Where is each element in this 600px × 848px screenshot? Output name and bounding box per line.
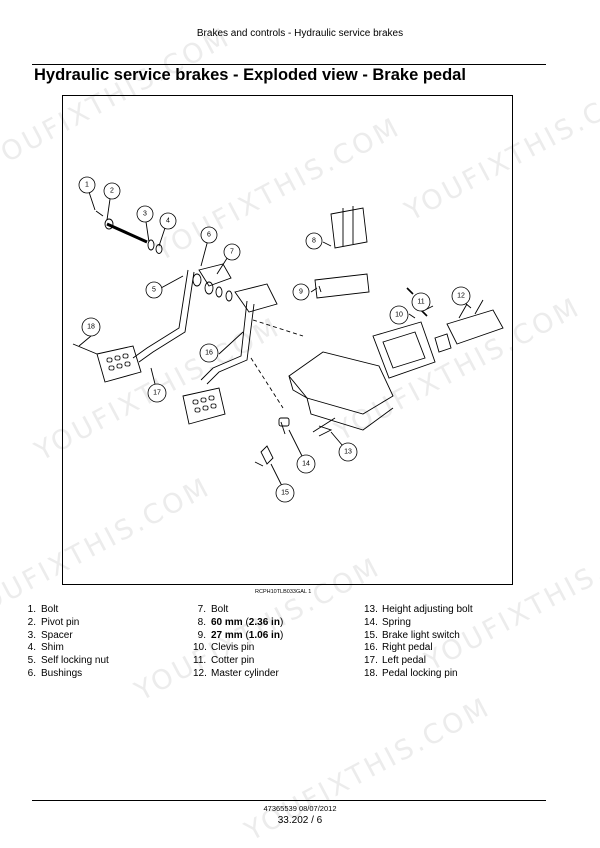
- legend-item: 14.Spring: [364, 616, 411, 628]
- legend-item: 15.Brake light switch: [364, 629, 460, 641]
- page-number: 33.202 / 6: [277, 815, 323, 826]
- callout-label: 18: [87, 324, 95, 331]
- legend-column-2: 7.Bolt 8.60 mm (2.36 in) 9.27 mm (1.06 i…: [193, 604, 283, 681]
- callout-label: 3: [143, 211, 147, 218]
- callout-label: 14: [302, 461, 310, 468]
- callout-label: 15: [281, 490, 289, 497]
- legend-item: 1.Bolt: [27, 604, 59, 615]
- legend-item: 4.Shim: [27, 642, 64, 654]
- legend-item: 2.Pivot pin: [27, 616, 80, 628]
- callout-2: 2: [103, 182, 121, 200]
- callout-label: 10: [395, 312, 403, 319]
- callout-15: 15: [275, 483, 295, 503]
- callout-6: 6: [200, 226, 218, 244]
- legend-item: 10.Clevis pin: [193, 642, 255, 654]
- legend-item: 13.Height adjusting bolt: [364, 604, 473, 615]
- document-id: 47365539 08/07/2012: [263, 804, 337, 813]
- callout-13: 13: [338, 442, 358, 462]
- callout-label: 12: [457, 293, 465, 300]
- callout-label: 16: [205, 350, 213, 357]
- callout-7: 7: [223, 243, 241, 261]
- exploded-view-figure: 1 2 3 4 5 6 7 8 9 10 11 12 13 14 15 16 1…: [62, 95, 513, 585]
- callout-18: 18: [81, 317, 101, 337]
- callout-5: 5: [145, 281, 163, 299]
- callout-11: 11: [411, 292, 431, 312]
- legend-item: 11.Cotter pin: [193, 655, 255, 667]
- legend-item: 7.Bolt: [197, 604, 229, 615]
- callout-16: 16: [199, 343, 219, 363]
- footer-rule: [32, 800, 546, 801]
- callout-label: 8: [312, 238, 316, 245]
- page-title: Hydraulic service brakes - Exploded view…: [34, 66, 466, 84]
- legend-item: 5.Self locking nut: [27, 655, 109, 667]
- legend-item: 12.Master cylinder: [193, 667, 279, 679]
- callout-label: 4: [166, 218, 170, 225]
- callout-label: 9: [299, 289, 303, 296]
- legend-item: 3.Spacer: [27, 629, 73, 641]
- legend-item: 16.Right pedal: [364, 642, 433, 654]
- exploded-view-drawing: 1 2 3 4 5 6 7 8 9 10 11 12 13 14 15 16 1…: [72, 176, 504, 503]
- callout-4: 4: [159, 212, 177, 230]
- callout-label: 13: [344, 449, 352, 456]
- callout-14: 14: [296, 454, 316, 474]
- legend-item: 6.Bushings: [27, 667, 83, 679]
- legend-item: 8.60 mm (2.36 in): [197, 616, 284, 628]
- callout-1: 1: [78, 176, 96, 194]
- running-head: Brakes and controls - Hydraulic service …: [196, 28, 404, 39]
- callout-label: 1: [85, 182, 89, 189]
- callout-label: 11: [417, 299, 424, 306]
- legend-item: 17.Left pedal: [364, 655, 426, 667]
- callout-12: 12: [451, 286, 471, 306]
- legend-item: 9.27 mm (1.06 in): [197, 629, 284, 641]
- callout-3: 3: [136, 205, 154, 223]
- legend-column-3: 13.Height adjusting bolt 14.Spring 15.Br…: [364, 604, 473, 681]
- callout-label: 7: [230, 249, 234, 256]
- callout-17: 17: [147, 383, 167, 403]
- callout-label: 5: [152, 287, 156, 294]
- legend-item: 18.Pedal locking pin: [364, 667, 458, 679]
- callout-label: 6: [207, 232, 211, 239]
- callout-label: 17: [153, 390, 161, 397]
- callout-9: 9: [292, 283, 310, 301]
- callout-label: 2: [110, 188, 114, 195]
- figure-code: RCPH10TLB033GAL 1: [255, 589, 312, 595]
- header-rule: [32, 64, 546, 65]
- legend-column-1: 1.Bolt 2.Pivot pin 3.Spacer 4.Shim 5.Sel…: [23, 604, 109, 681]
- callout-8: 8: [305, 232, 323, 250]
- callout-10: 10: [389, 305, 409, 325]
